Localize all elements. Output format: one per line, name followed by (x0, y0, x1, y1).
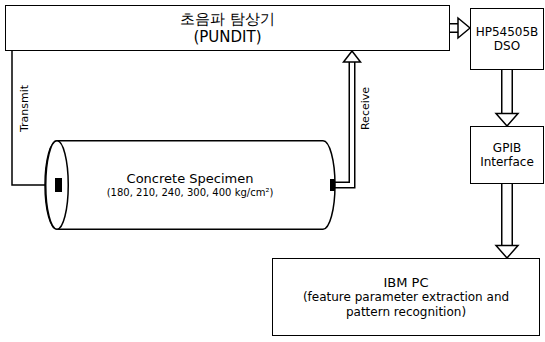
connector-hollow (450, 25, 458, 32)
node-title: GPIB Interface (475, 141, 539, 170)
data-arrow (450, 18, 470, 38)
oscilloscope-box: HP54505B DSO (470, 8, 544, 70)
node-subtitle: (feature parameter extraction and patter… (299, 290, 514, 319)
connector-hollow (503, 70, 512, 113)
connector-shaft (450, 23, 458, 33)
cylinder-body (45, 141, 335, 230)
cylinder-end (46, 141, 69, 230)
connector-hollow (335, 62, 352, 185)
transmit-transducer (55, 178, 62, 192)
edge-label: Transmit (20, 83, 31, 132)
arrow-head (458, 18, 470, 38)
connector-shaft (501, 70, 513, 113)
connector-hollow (503, 184, 512, 245)
specimen-cylinder: Concrete Specimen(180, 210, 240, 300, 40… (45, 140, 335, 230)
edge-label: Receive (360, 85, 371, 130)
arrow-head (496, 245, 518, 258)
interface-box: GPIB Interface (470, 126, 544, 184)
computer-box: IBM PC(feature parameter extraction and … (272, 258, 540, 336)
transmit-line (12, 51, 45, 185)
arrow-head (344, 51, 361, 62)
receive-arrow (335, 51, 361, 185)
arrow-head (496, 113, 518, 126)
receive-transducer (330, 179, 335, 191)
instrument-box: 초음파 탐상기 (PUNDIT) (5, 5, 450, 51)
data-arrow (496, 70, 518, 126)
connector-shaft (335, 62, 352, 185)
node-title: HP54505B DSO (475, 25, 539, 54)
node-title: IBM PC (383, 275, 428, 291)
data-arrow (496, 184, 518, 258)
node-title: Concrete Specimen (127, 171, 254, 187)
connector-shaft (12, 51, 45, 185)
node-subtitle: (180, 210, 240, 300, 400 kg/cm²) (107, 187, 274, 199)
node-title: 초음파 탐상기 (PUNDIT) (173, 10, 283, 46)
connector-shaft (501, 184, 513, 245)
